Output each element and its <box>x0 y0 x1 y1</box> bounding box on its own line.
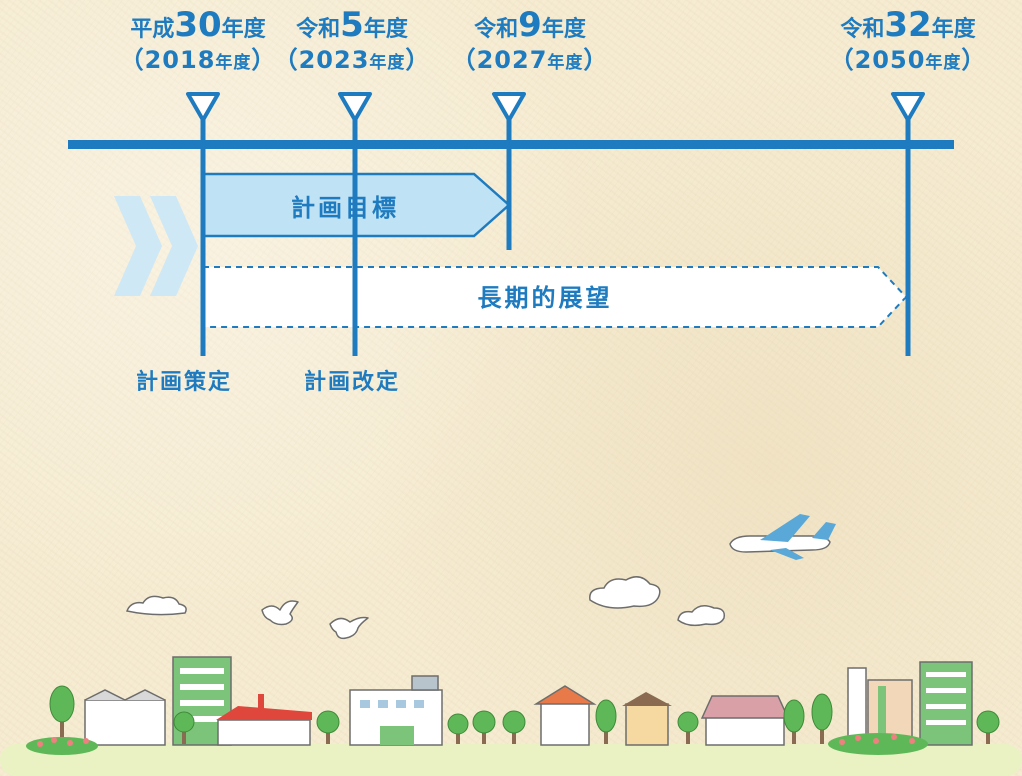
plan-revision-label: 計画改定 <box>304 370 401 395</box>
town-middle <box>533 685 790 746</box>
ground <box>0 744 1022 776</box>
year-label-2050: 令和32年度 （2050年度） <box>829 5 987 74</box>
bird-icon <box>261 600 299 626</box>
year-marker-2027 <box>492 92 526 122</box>
tree-icon <box>49 685 1000 744</box>
bird-icon <box>329 616 369 640</box>
chevron-icon <box>114 196 162 296</box>
year-label-2023: 令和5年度 （2023年度） <box>273 5 431 74</box>
town-right <box>847 661 973 746</box>
year-marker-2050 <box>891 92 925 122</box>
year-marker-2023 <box>338 92 372 122</box>
cloud-icon <box>589 576 661 609</box>
cloud-icon <box>125 595 187 616</box>
plan-formulation-label: 計画策定 <box>136 370 233 395</box>
cloud-icon <box>677 605 726 627</box>
year-label-2027: 令和9年度 （2027年度） <box>451 5 609 74</box>
town-left <box>84 656 443 746</box>
chevron-icon <box>150 196 198 296</box>
plan-target-label: 計画目標 <box>291 194 399 222</box>
airplane-icon <box>729 514 836 560</box>
year-marker-2018 <box>186 92 220 122</box>
year-label-2018: 平成30年度 （2018年度） <box>119 5 277 74</box>
long-term-label: 長期的展望 <box>478 284 613 312</box>
flower-bush-icon <box>26 733 928 755</box>
